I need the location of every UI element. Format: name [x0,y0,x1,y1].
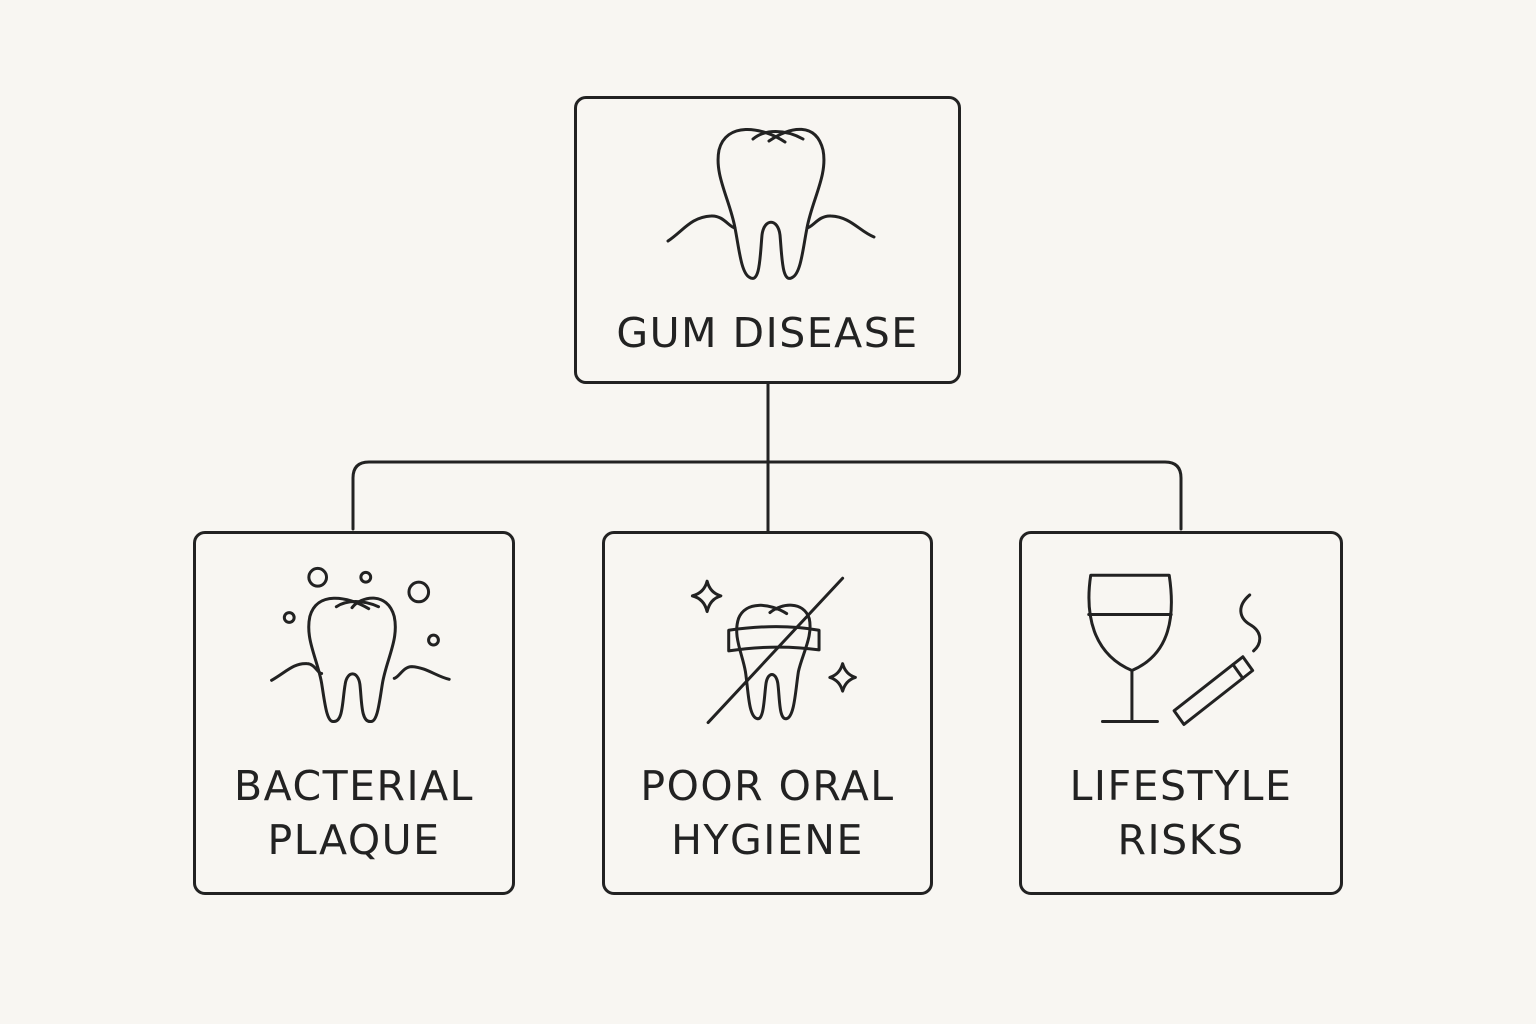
cigarette-body [1174,657,1253,725]
cause-label-line-2: RISKS [1117,816,1245,864]
wine-and-cigarette-icon [1022,534,1340,754]
cause-label-line-2: HYGIENE [671,816,864,864]
cause-node-poor-oral-hygiene: POOR ORAL HYGIENE [602,531,933,895]
cause-label: BACTERIAL PLAQUE [196,759,512,867]
cause-label: LIFESTYLE RISKS [1022,759,1340,867]
branch-connector [353,462,1181,529]
cigarette-smoke [1241,595,1260,651]
tooth-with-bacteria-icon [196,534,512,754]
cause-label: POOR ORAL HYGIENE [605,759,930,867]
sparkle-small [830,664,856,691]
cigarette-filter-line [1233,665,1243,679]
root-label: GUM DISEASE [616,309,919,357]
cause-node-lifestyle-risks: LIFESTYLE RISKS [1019,531,1343,895]
sparkle-large [692,581,720,611]
tooth-with-gums-icon [663,125,879,285]
cause-label-line-1: POOR ORAL [640,762,895,810]
root-node-gum-disease: GUM DISEASE [574,96,961,384]
crossed-out-tooth-icon [605,534,930,754]
cause-label-line-1: BACTERIAL [233,762,474,810]
cause-node-bacterial-plaque: BACTERIAL PLAQUE [193,531,515,895]
cause-label-line-2: PLAQUE [267,816,441,864]
cause-label-line-1: LIFESTYLE [1069,762,1293,810]
wine-glass-bowl [1089,575,1171,670]
